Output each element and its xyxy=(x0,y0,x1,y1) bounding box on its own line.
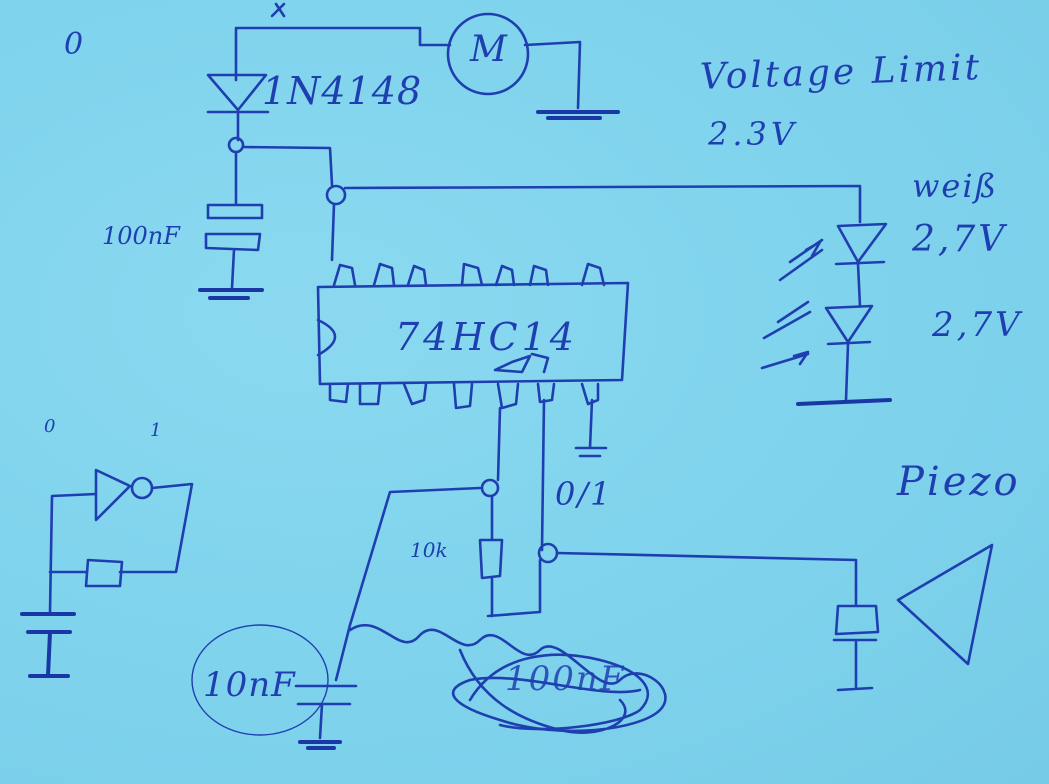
voltage-limit-label: Voltage Limit xyxy=(699,47,983,98)
led-rays xyxy=(760,238,824,370)
scribble-2 xyxy=(468,653,650,731)
symbol-output-label: 1 xyxy=(150,420,162,441)
junction-2 xyxy=(325,184,347,206)
diode-1n4148 xyxy=(206,73,270,142)
cap-ground xyxy=(198,288,264,300)
junction-1 xyxy=(227,136,245,154)
wire-to-ic xyxy=(330,202,336,262)
wire-junction xyxy=(241,145,334,187)
led-ground xyxy=(796,398,892,406)
cap-supply-label: 100nF xyxy=(102,222,180,250)
wire-top xyxy=(234,26,452,82)
corner-mark: 0 xyxy=(64,27,84,62)
pin-to-ground xyxy=(574,398,608,458)
left-inverter-bubble xyxy=(130,476,154,500)
voltage-limit-value: 2.3V xyxy=(708,115,798,153)
motor-label: M xyxy=(470,29,507,70)
piezo-element xyxy=(832,588,880,692)
wire-pin-in xyxy=(540,398,546,552)
wire-feedback xyxy=(334,486,482,682)
wire-junction-loop xyxy=(486,558,542,618)
led-2 xyxy=(824,304,874,402)
motor-symbol xyxy=(446,12,530,96)
left-inverter xyxy=(94,468,132,522)
diode-label: 1N4148 xyxy=(262,69,423,113)
resistor-label: 10k xyxy=(410,538,448,562)
top-tick xyxy=(270,2,286,18)
piezo-speaker xyxy=(896,543,994,666)
ic-label: 74HC14 xyxy=(395,315,578,359)
ic-notch xyxy=(316,318,337,357)
symbol-input-label: 0 xyxy=(44,416,56,437)
piezo-label: Piezo xyxy=(897,459,1021,505)
led1-voltage-label: 2,7V xyxy=(912,219,1008,260)
wire-out-to-piezo xyxy=(555,551,858,592)
led-1 xyxy=(834,222,888,308)
cap-timing-label: 10nF xyxy=(203,665,296,705)
ic-bottom-pins xyxy=(328,382,600,410)
ic-gate xyxy=(493,352,550,374)
switch-state-label: 0/1 xyxy=(555,475,613,513)
motor-ground xyxy=(536,110,620,120)
led-color-label: weiß xyxy=(912,167,998,205)
cap-10nf-ground xyxy=(298,740,342,750)
cap-10nf xyxy=(294,684,358,740)
motor-wire xyxy=(523,40,582,110)
highlight-ellipse xyxy=(191,624,329,736)
wire-pin-out xyxy=(496,406,502,482)
junction-4 xyxy=(537,542,559,564)
ic-74hc14 xyxy=(316,281,630,386)
cap-100nf xyxy=(204,150,264,290)
ic-top-pins xyxy=(332,262,606,287)
wire-vcc-rail xyxy=(343,184,862,224)
left-ground xyxy=(20,612,76,678)
cap-scribbled-label: 100nF xyxy=(505,659,626,699)
junction-3 xyxy=(480,478,500,498)
left-wiring xyxy=(48,482,194,614)
resistor-10k xyxy=(478,494,504,618)
led2-voltage-label: 2,7V xyxy=(932,305,1023,345)
